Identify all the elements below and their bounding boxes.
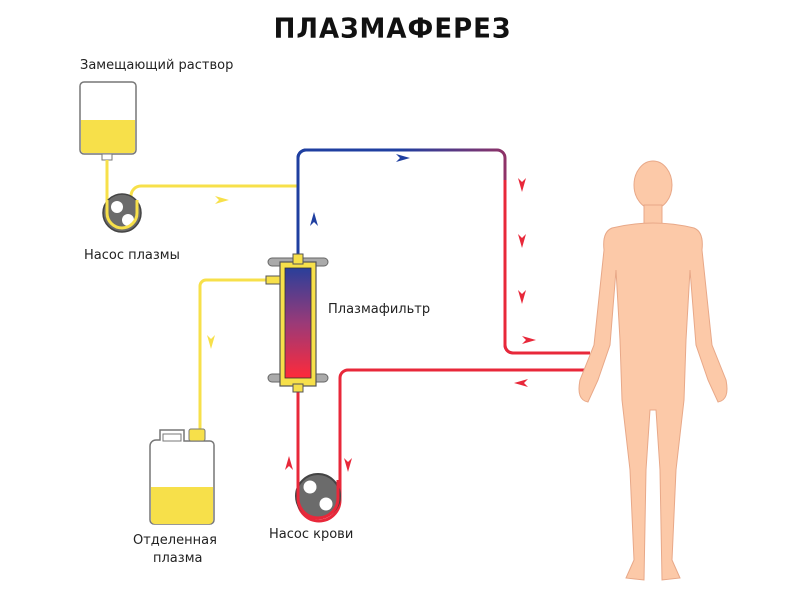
label-replacement-solution: Замещающий раствор [80,58,234,73]
blood-return-line [296,368,585,523]
arrow-down-icon [518,178,526,192]
arrow-down-icon [518,234,526,248]
arrow-down-icon [344,458,352,472]
arrow-up-icon [310,212,318,226]
label-separated-plasma-line1: Отделенная [133,533,217,548]
label-separated-plasma-line2: плазма [153,551,203,566]
plasma-filter [265,253,329,393]
label-plasma-pump: Насос плазмы [84,248,180,263]
plasma-pump [102,193,142,233]
label-plasma-filter: Плазмафильтр [328,302,431,317]
arrow-right-icon [396,154,410,162]
label-blood-pump: Насос крови [269,527,354,542]
separated-plasma-canister [149,428,215,525]
arrow-down-icon [518,290,526,304]
flow-arrows [207,154,536,472]
blood-outflow-line [296,148,590,355]
replacement-solution-bag [79,81,137,161]
patient-figure [578,160,728,581]
arrow-left-icon [514,379,528,387]
diagram-title: ПЛАЗМАФЕРЕЗ [273,13,512,45]
arrow-up-icon [285,456,293,470]
arrow-right-icon [522,336,536,344]
arrow-down-icon [207,335,215,349]
blood-pump [295,473,341,520]
arrow-right-icon [215,196,229,204]
